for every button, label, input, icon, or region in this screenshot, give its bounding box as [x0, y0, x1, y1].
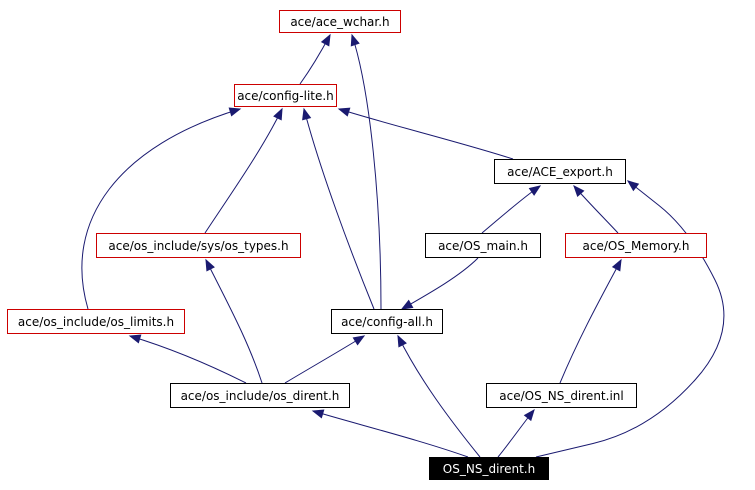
edge-config_all-to-config_lite	[303, 108, 375, 310]
edge-os_ns_dirent_h-to-os_dirent	[312, 410, 469, 458]
arrowhead-os_ns_dirent_h-to-config_all	[397, 334, 407, 348]
node-ace-export-h[interactable]: ace/ACE_export.h	[494, 159, 626, 184]
arrowhead-config_lite-to-ace_wchar	[320, 33, 331, 47]
edge-os_dirent-to-os_types	[205, 259, 263, 384]
edge-os_types-to-config_lite	[204, 108, 283, 234]
arrowhead-os_types-to-config_lite	[273, 107, 283, 121]
edge-ace_export-to-config_lite	[338, 108, 514, 160]
node-os-ns-dirent-inl[interactable]: ace/OS_NS_dirent.inl	[486, 383, 637, 408]
node-config-lite-h[interactable]: ace/config-lite.h	[234, 84, 337, 107]
edge-os_dirent-to-os_limits	[129, 335, 247, 384]
arrowhead-os_ns_dirent_h-to-ace_export	[626, 180, 640, 192]
node-ace-wchar-h[interactable]: ace/ace_wchar.h	[279, 10, 401, 33]
node-os-main-h[interactable]: ace/OS_main.h	[425, 233, 541, 258]
arrowhead-os_memory-to-ace_export	[573, 184, 585, 198]
edge-os_ns_dirent_h-to-ace_export	[535, 180, 725, 458]
arrowhead-os_dirent-to-os_limits	[128, 334, 142, 344]
arrowhead-os_dirent-to-config_all	[352, 335, 366, 346]
arrowhead-os_main-to-config_all	[400, 299, 414, 310]
arrowhead-os_ns_dirent_h-to-os_dirent	[311, 409, 325, 419]
node-config-all-h[interactable]: ace/config-all.h	[331, 309, 443, 334]
arrowhead-os_main-to-ace_export	[528, 185, 542, 196]
edge-os_limits-to-config_lite	[81, 108, 241, 310]
node-os-types-h[interactable]: ace/os_include/sys/os_types.h	[96, 233, 301, 258]
node-os-limits-h[interactable]: ace/os_include/os_limits.h	[7, 309, 185, 334]
arrowhead-os_dirent-to-os_types	[205, 258, 215, 272]
node-os-dirent-h[interactable]: ace/os_include/os_dirent.h	[170, 383, 350, 408]
edge-os_dirent-to-config_all	[284, 335, 365, 384]
node-os-ns-dirent-h-current: OS_NS_dirent.h	[429, 457, 549, 480]
arrowhead-config_all-to-config_lite	[302, 107, 312, 121]
edge-os_ns_dirent_h-to-config_all	[397, 335, 481, 458]
edge-os_ns_dirent_inl-to-os_memory	[559, 259, 622, 384]
arrowhead-os_ns_dirent_h-to-os_ns_dirent_inl	[523, 408, 535, 422]
edge-os_main-to-config_all	[401, 257, 479, 310]
arrowhead-config_all-to-ace_wchar	[350, 33, 360, 47]
arrowhead-ace_export-to-config_lite	[337, 107, 351, 117]
edge-os_main-to-ace_export	[481, 185, 541, 234]
node-os-memory-h[interactable]: ace/OS_Memory.h	[565, 233, 707, 258]
edge-config_all-to-ace_wchar	[351, 34, 382, 310]
arrowhead-os_limits-to-config_lite	[228, 107, 242, 117]
arrowhead-os_ns_dirent_inl-to-os_memory	[611, 258, 622, 272]
